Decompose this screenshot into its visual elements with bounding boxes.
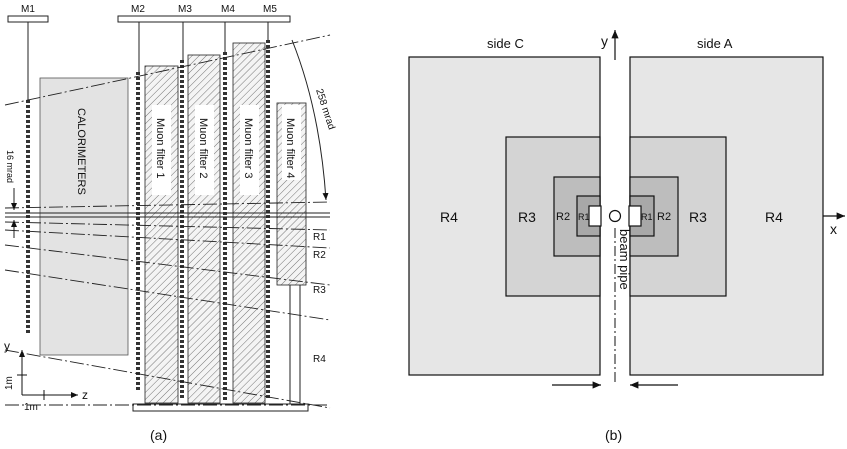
axis-z-label-a: z (82, 388, 88, 402)
region-label-r4: R4 (313, 354, 326, 365)
side-c-label: side C (487, 36, 524, 51)
scale-y-label: 1m (4, 376, 15, 390)
region-a-r3: R3 (689, 209, 707, 225)
region-a-r4: R4 (765, 209, 783, 225)
region-label-r2: R2 (313, 250, 326, 261)
scale-z-label: 1m (24, 402, 38, 413)
station-label-m4: M4 (221, 4, 235, 15)
angle-16-label: 16 mrad (5, 150, 15, 183)
bottom-support (132, 403, 309, 412)
muon-filter-4-label: Muon filter 4 (284, 118, 296, 179)
m1-support (7, 15, 49, 23)
region-c-r2: R2 (556, 211, 570, 223)
region-label-r3: R3 (313, 285, 326, 296)
acceptance-line-bottom (4, 349, 331, 409)
station-label-m2: M2 (131, 4, 145, 15)
caption-a: (a) (150, 427, 167, 443)
station-label-m3: M3 (178, 4, 192, 15)
axis-y-label-b: y (601, 33, 608, 49)
calorimeters-label: CALORIMETERS (75, 108, 87, 195)
beam-hole-right (628, 205, 642, 227)
axis-x-label-b: x (830, 221, 837, 237)
region-c-r3: R3 (518, 209, 536, 225)
muon-filter-1-label: Muon filter 1 (154, 118, 166, 179)
panel-a: M1 M2 M3 M4 M5 CALORIMETERS Muon filter … (4, 4, 337, 443)
station-label-m1: M1 (21, 4, 35, 15)
beam-hole-left (588, 205, 602, 227)
beam-pipe-label: beam pipe (617, 229, 632, 290)
m2-m5-support (117, 15, 291, 23)
station-label-m5: M5 (263, 4, 277, 15)
muon-filter-3-label: Muon filter 3 (242, 118, 254, 179)
region-c-r1: R1 (578, 212, 590, 222)
muon-filter-2-label: Muon filter 2 (197, 118, 209, 179)
caption-b: (b) (605, 427, 622, 443)
beam-pipe-circle (608, 209, 622, 223)
panel-b: side C side A R4 R3 R2 R1 R1 R2 R3 R4 y … (408, 30, 845, 443)
muon-filter-3 (232, 42, 266, 404)
side-a-label: side A (697, 36, 733, 51)
region-a-r2: R2 (657, 211, 671, 223)
region-label-r1: R1 (313, 232, 326, 243)
axis-y-label-a: y (4, 339, 10, 353)
region-a-r1: R1 (641, 212, 653, 222)
region-c-r4: R4 (440, 209, 458, 225)
acceptance-line-top (4, 34, 331, 106)
